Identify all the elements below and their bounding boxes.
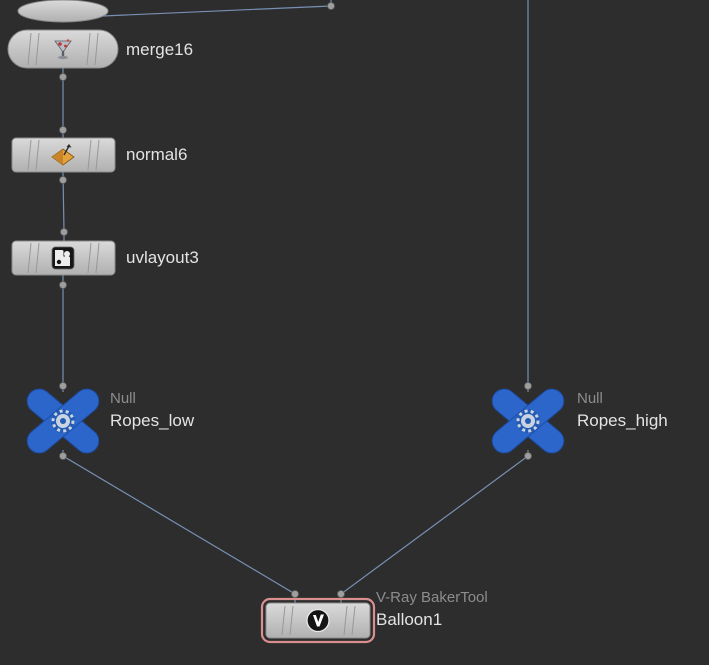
node-uvlayout3[interactable] xyxy=(11,240,116,276)
node-normal6[interactable] xyxy=(11,137,116,173)
node-label-ropes-high[interactable]: Ropes_high xyxy=(577,411,668,430)
node-merge16[interactable] xyxy=(7,29,119,69)
connector-dot[interactable] xyxy=(59,73,67,81)
connector-dot[interactable] xyxy=(59,281,67,289)
connector-dot[interactable] xyxy=(59,176,67,184)
wire-ropes-low-to-balloon1[interactable] xyxy=(62,450,296,603)
connector-dot[interactable] xyxy=(524,452,532,460)
selection-outline xyxy=(260,597,376,644)
normal-icon xyxy=(51,144,75,166)
connector-dot[interactable] xyxy=(327,2,335,10)
connector-dot[interactable] xyxy=(60,228,68,236)
node-label-normal6[interactable]: normal6 xyxy=(126,145,188,164)
merge-icon xyxy=(54,39,72,60)
node-label-merge16[interactable]: merge16 xyxy=(126,40,194,59)
node-label-balloon1[interactable]: Balloon1 xyxy=(376,610,443,629)
partial-node-offscreen[interactable] xyxy=(17,0,109,23)
vray-logo-icon xyxy=(306,608,330,633)
connector-dot[interactable] xyxy=(337,590,345,598)
node-ropes-high[interactable] xyxy=(487,384,568,458)
node-label-ropes-low[interactable]: Ropes_low xyxy=(110,411,195,430)
node-type-ropes-low: Null xyxy=(110,390,136,407)
connector-dot[interactable] xyxy=(524,382,532,390)
wire-top-to-offscreen-node[interactable] xyxy=(102,0,332,17)
node-type-ropes-high: Null xyxy=(577,390,603,407)
node-type-balloon1: V-Ray BakerTool xyxy=(376,589,488,606)
gear-icon xyxy=(516,409,540,433)
node-ropes-low[interactable] xyxy=(22,384,103,458)
uvlayout-icon xyxy=(51,246,75,270)
node-balloon1[interactable] xyxy=(260,597,376,644)
connector-dot[interactable] xyxy=(59,452,67,460)
connector-dot[interactable] xyxy=(59,382,67,390)
gear-icon xyxy=(51,409,75,433)
connector-dot[interactable] xyxy=(59,126,67,134)
connector-dot[interactable] xyxy=(291,590,299,598)
wire-ropes-high-to-balloon1[interactable] xyxy=(340,450,529,603)
node-label-uvlayout3[interactable]: uvlayout3 xyxy=(126,248,199,267)
